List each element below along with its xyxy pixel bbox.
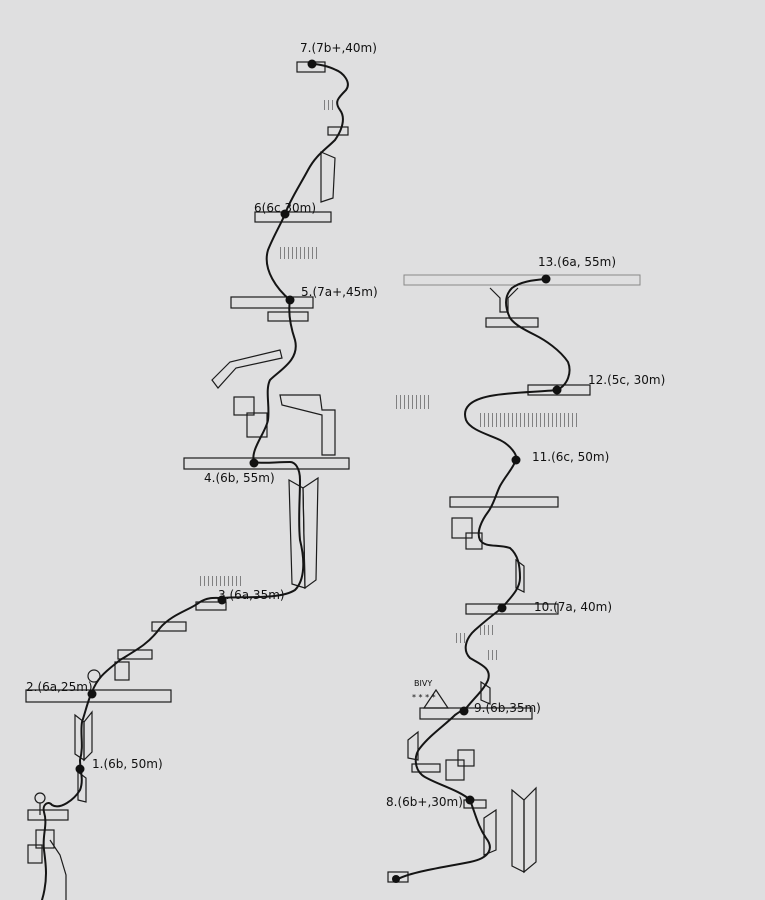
crack [489, 287, 519, 313]
ledge [254, 211, 332, 223]
belay-3 [217, 595, 227, 605]
right-rock-features [387, 274, 641, 883]
left-rock-features [25, 61, 350, 900]
dihedral [407, 730, 419, 761]
pitch-label-13: 13.(6a, 55m) [538, 255, 616, 269]
dihedral [515, 558, 525, 593]
roof [322, 100, 336, 110]
left-route-line [41, 63, 349, 900]
ledge [183, 457, 350, 470]
belay-9 [459, 706, 469, 716]
roof [480, 413, 578, 427]
belay-2 [87, 689, 97, 699]
dihedral [83, 710, 93, 762]
ledge [419, 707, 533, 720]
pitch-label-10: 10.(7a, 40m) [534, 600, 612, 614]
belay-1 [75, 764, 85, 774]
ledge [27, 809, 69, 821]
belay-6 [280, 209, 290, 219]
pitch-label-7: 7.(7b+,40m) [300, 41, 377, 55]
dihedral [320, 151, 336, 203]
block [246, 412, 268, 438]
dihedral [483, 808, 497, 856]
dihedral [511, 788, 525, 873]
belay-13 [541, 274, 551, 284]
ledge [25, 689, 172, 703]
roof [456, 633, 468, 643]
pitch-label-9: 9.(6b,35m) [474, 701, 541, 715]
pitch-label-4: 4.(6b, 55m) [204, 471, 275, 485]
summit-ridge [403, 274, 641, 286]
ledge [527, 384, 591, 396]
belay-12 [552, 385, 562, 395]
pitch-label-12: 12.(5c, 30m) [588, 373, 665, 387]
ledge [449, 496, 559, 508]
block [233, 396, 255, 416]
pitch-label-2: 2.(6a,25m) [26, 680, 93, 694]
belay-5 [285, 295, 295, 305]
overhang [279, 394, 336, 456]
roof [396, 395, 432, 409]
pitch-label-8: 8.(6b+,30m) [386, 795, 463, 809]
dihedral [77, 770, 87, 803]
roof [199, 576, 241, 586]
ledge [151, 621, 187, 632]
pitch-labels: 1.(6b, 50m) 2.(6a,25m) 3.(6a,35m) 4.(6b,… [26, 41, 665, 809]
roof [480, 625, 496, 635]
roof [280, 247, 318, 259]
block [457, 749, 475, 767]
dihedral [302, 476, 319, 590]
ledge [267, 311, 309, 322]
pitch-label-1: 1.(6b, 50m) [92, 757, 163, 771]
block [451, 517, 473, 539]
dihedral [523, 786, 537, 874]
rock-outline [49, 839, 67, 900]
start-belay [392, 875, 400, 883]
roof [486, 650, 498, 660]
ledge [195, 601, 227, 611]
ledge [230, 296, 314, 309]
ledge [411, 763, 441, 773]
belay-4 [249, 458, 259, 468]
block [27, 844, 43, 864]
bivy-label: BIVY [414, 679, 432, 688]
belay-8 [465, 795, 475, 805]
overhang [211, 349, 283, 389]
flower-icon [87, 669, 101, 683]
pitch-label-3: 3.(6a,35m) [218, 588, 285, 602]
belay-stations [75, 59, 562, 883]
belay-7 [307, 59, 317, 69]
pitch-label-6: 6(6c,30m) [254, 201, 316, 215]
ledge [485, 317, 539, 328]
ledge [465, 603, 559, 615]
block [445, 759, 465, 781]
belay-11 [511, 455, 521, 465]
flower-icon [34, 792, 46, 804]
right-route-line [395, 278, 571, 881]
dihedral [480, 680, 491, 705]
bivy-stars-icon: * * * * [412, 693, 436, 702]
pitch-label-11: 11.(6c, 50m) [532, 450, 609, 464]
tent-icon [422, 688, 450, 709]
ledge [463, 799, 487, 809]
block [114, 661, 130, 681]
belay-10 [497, 603, 507, 613]
pitch-label-5: 5.(7a+,45m) [301, 285, 378, 299]
